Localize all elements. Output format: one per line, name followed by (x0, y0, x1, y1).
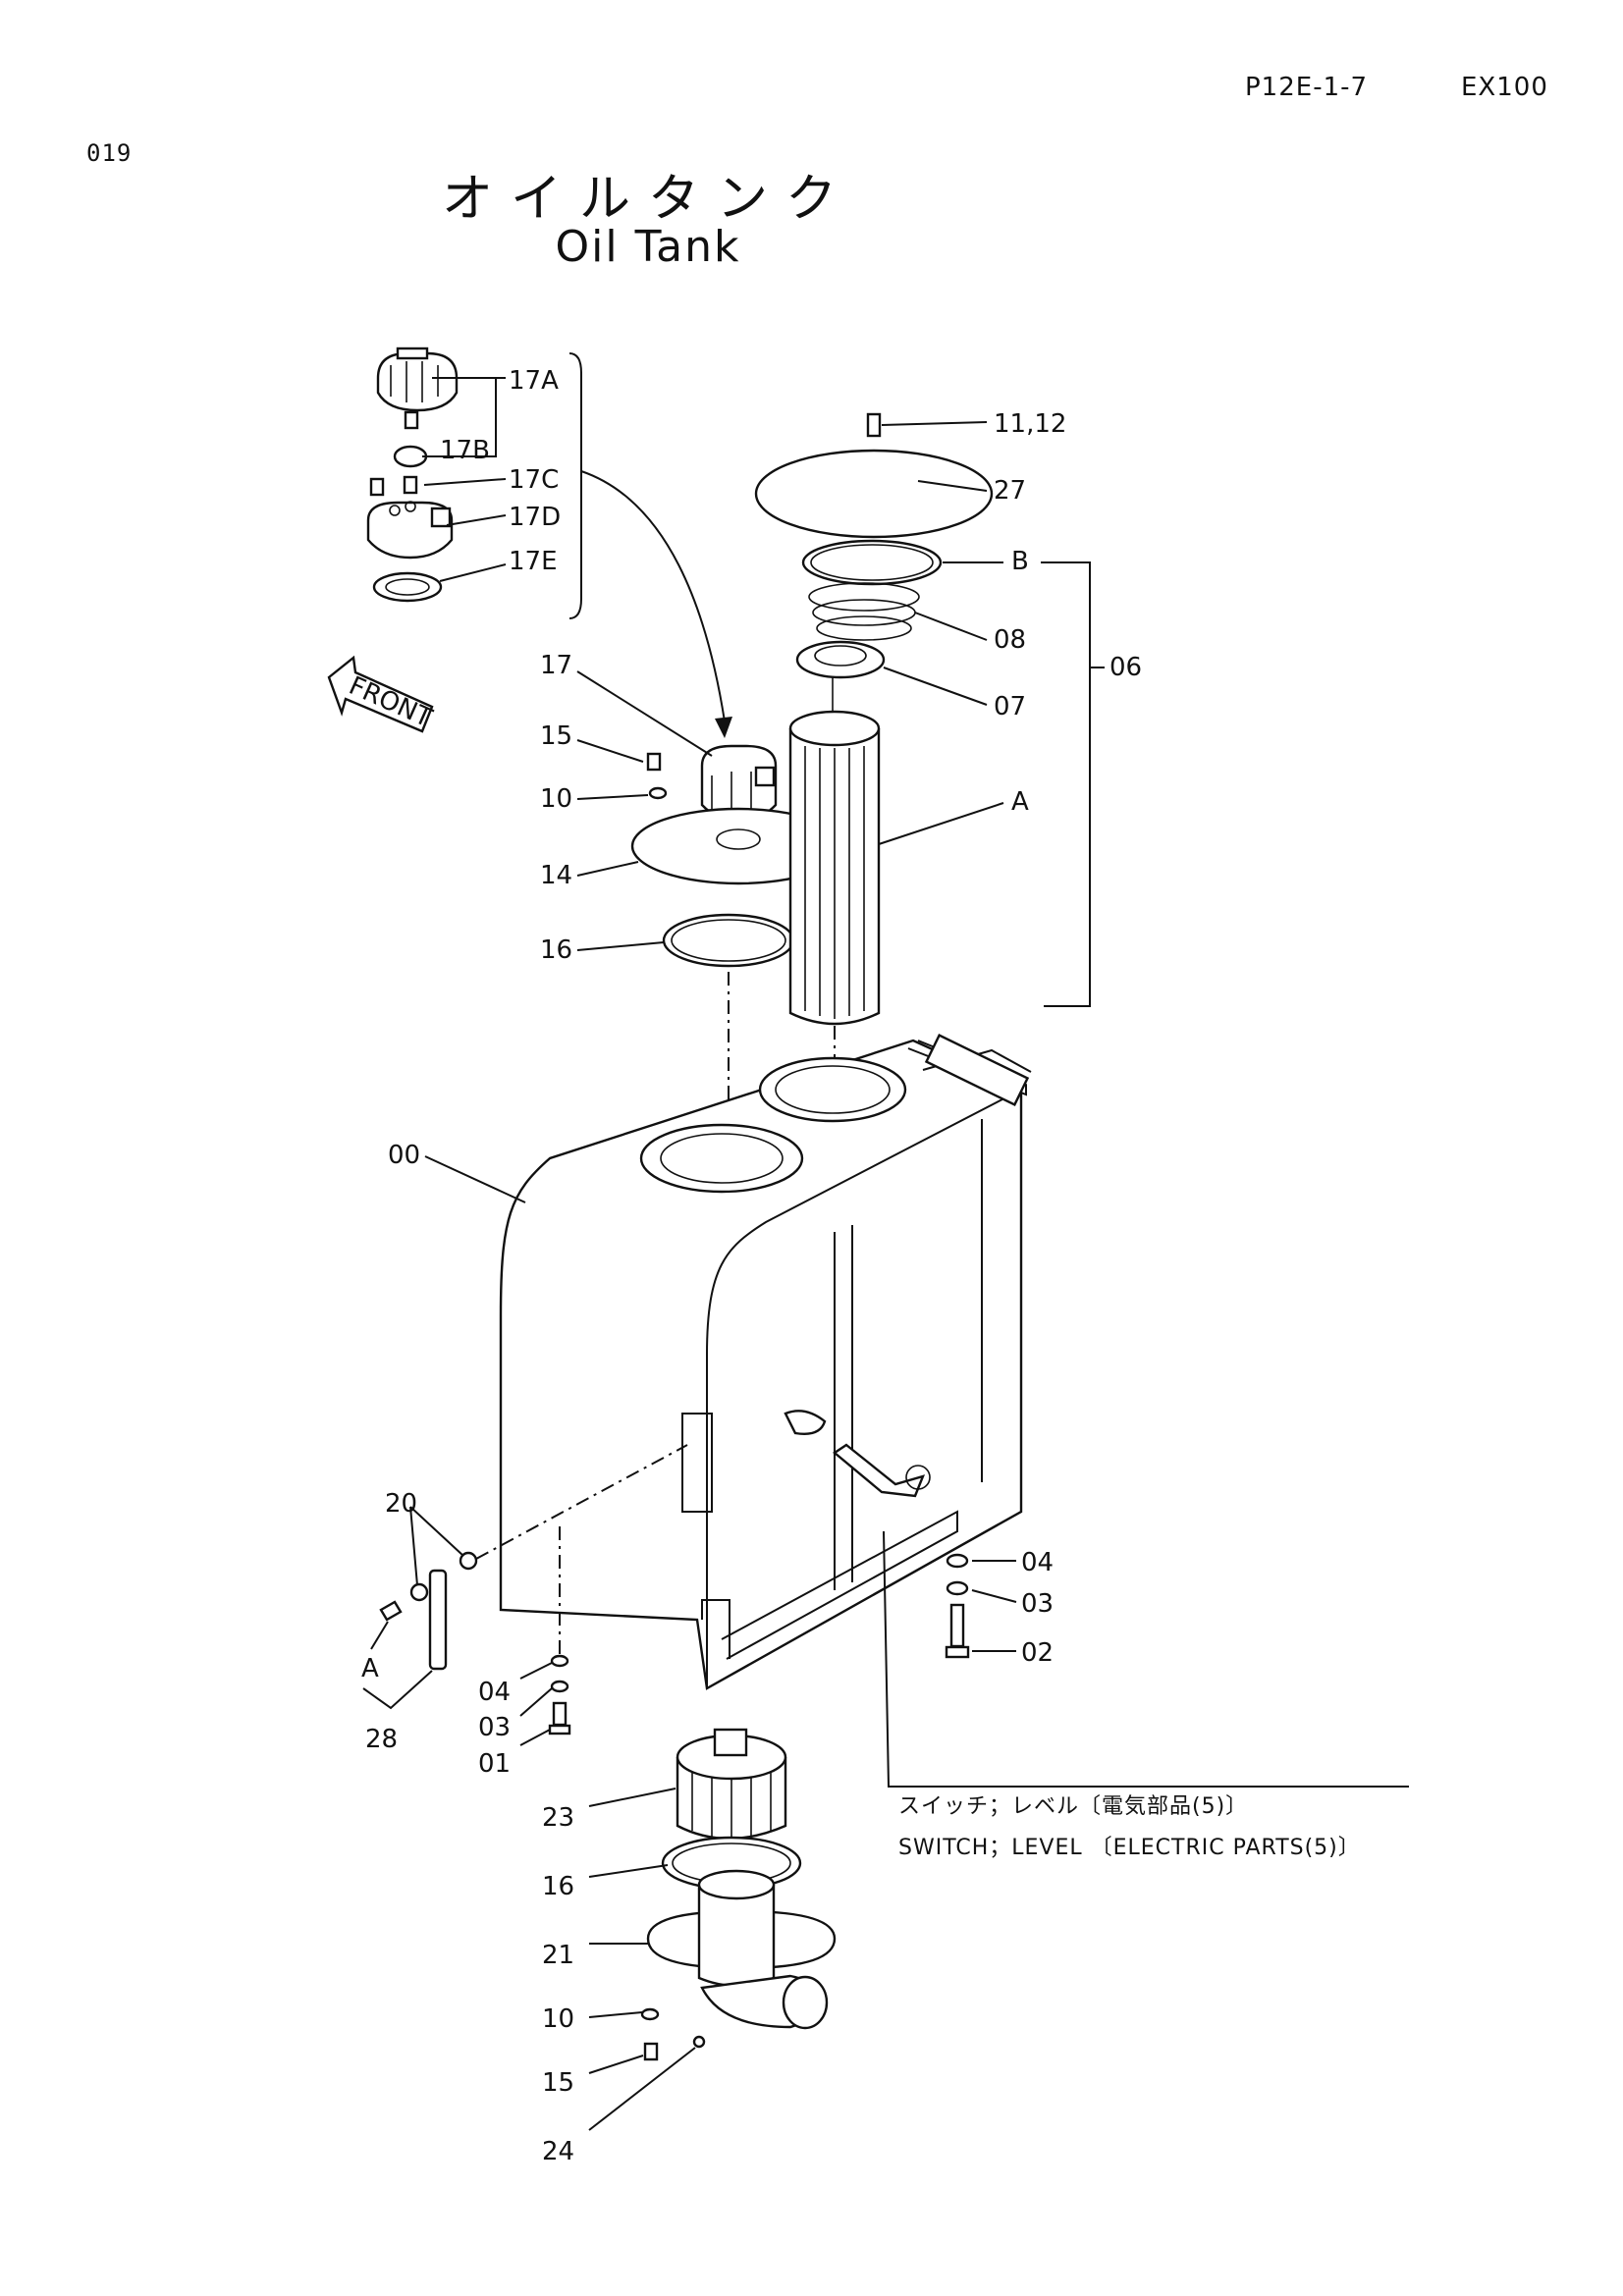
label-20: 20 (385, 1489, 417, 1519)
label-15-top: 15 (540, 721, 572, 751)
fasteners-right (945, 1553, 1017, 1659)
suction-strainer-assembly (588, 1530, 1409, 2131)
front-label: FRONT (345, 671, 436, 734)
level-switch-note-japanese: スイッチ；レベル〔電気部品(5)〕 (898, 1794, 1249, 1819)
label-28: 28 (365, 1725, 398, 1754)
front-direction-arrow: FRONT (327, 655, 436, 734)
label-A-bracket: A (361, 1654, 379, 1683)
label-17B: 17B (440, 436, 490, 465)
label-B: B (1011, 547, 1029, 576)
page-number: 019 (86, 139, 133, 167)
label-10-top: 10 (540, 784, 572, 814)
label-16-top: 16 (540, 935, 572, 965)
label-21: 21 (542, 1941, 574, 1970)
label-17C: 17C (509, 465, 559, 495)
label-23: 23 (542, 1803, 574, 1833)
label-03-right: 03 (1021, 1589, 1054, 1619)
page-code: P12E-1-7 (1245, 73, 1369, 102)
label-03-left: 03 (478, 1713, 511, 1742)
mounting-bracket (362, 1444, 688, 1710)
label-08: 08 (994, 625, 1026, 655)
label-17E: 17E (509, 547, 558, 576)
label-04-left: 04 (478, 1678, 511, 1707)
label-17D: 17D (509, 503, 561, 532)
label-16-bottom: 16 (542, 1872, 574, 1901)
title-japanese: オイルタンク (441, 170, 854, 229)
label-17A: 17A (509, 366, 559, 396)
label-27: 27 (994, 476, 1026, 506)
title-english: Oil Tank (555, 222, 741, 272)
label-14: 14 (540, 861, 572, 890)
label-A-filter: A (1011, 787, 1029, 817)
part-labels: 17A 17B 17C 17D 17E 17 15 10 14 16 11,12… (361, 366, 1142, 2166)
label-01: 01 (478, 1749, 511, 1779)
cap-assembly-inset (366, 347, 732, 738)
label-17: 17 (540, 651, 572, 680)
label-04-right: 04 (1021, 1548, 1054, 1577)
oil-tank-body (499, 1033, 1032, 1690)
label-15-bottom: 15 (542, 2068, 574, 2098)
level-switch-note-english: SWITCH；LEVEL 〔ELECTRIC PARTS(5)〕 (898, 1836, 1361, 1860)
label-07: 07 (994, 692, 1026, 721)
label-24: 24 (542, 2137, 574, 2166)
label-02: 02 (1021, 1638, 1054, 1668)
model-code: EX100 (1461, 73, 1548, 102)
label-10-bottom: 10 (542, 2004, 574, 2034)
label-11-12: 11,12 (994, 409, 1066, 439)
fasteners-left (519, 1526, 571, 1746)
label-06: 06 (1109, 653, 1142, 682)
label-00: 00 (388, 1141, 420, 1170)
return-filter-assembly (754, 412, 994, 1099)
